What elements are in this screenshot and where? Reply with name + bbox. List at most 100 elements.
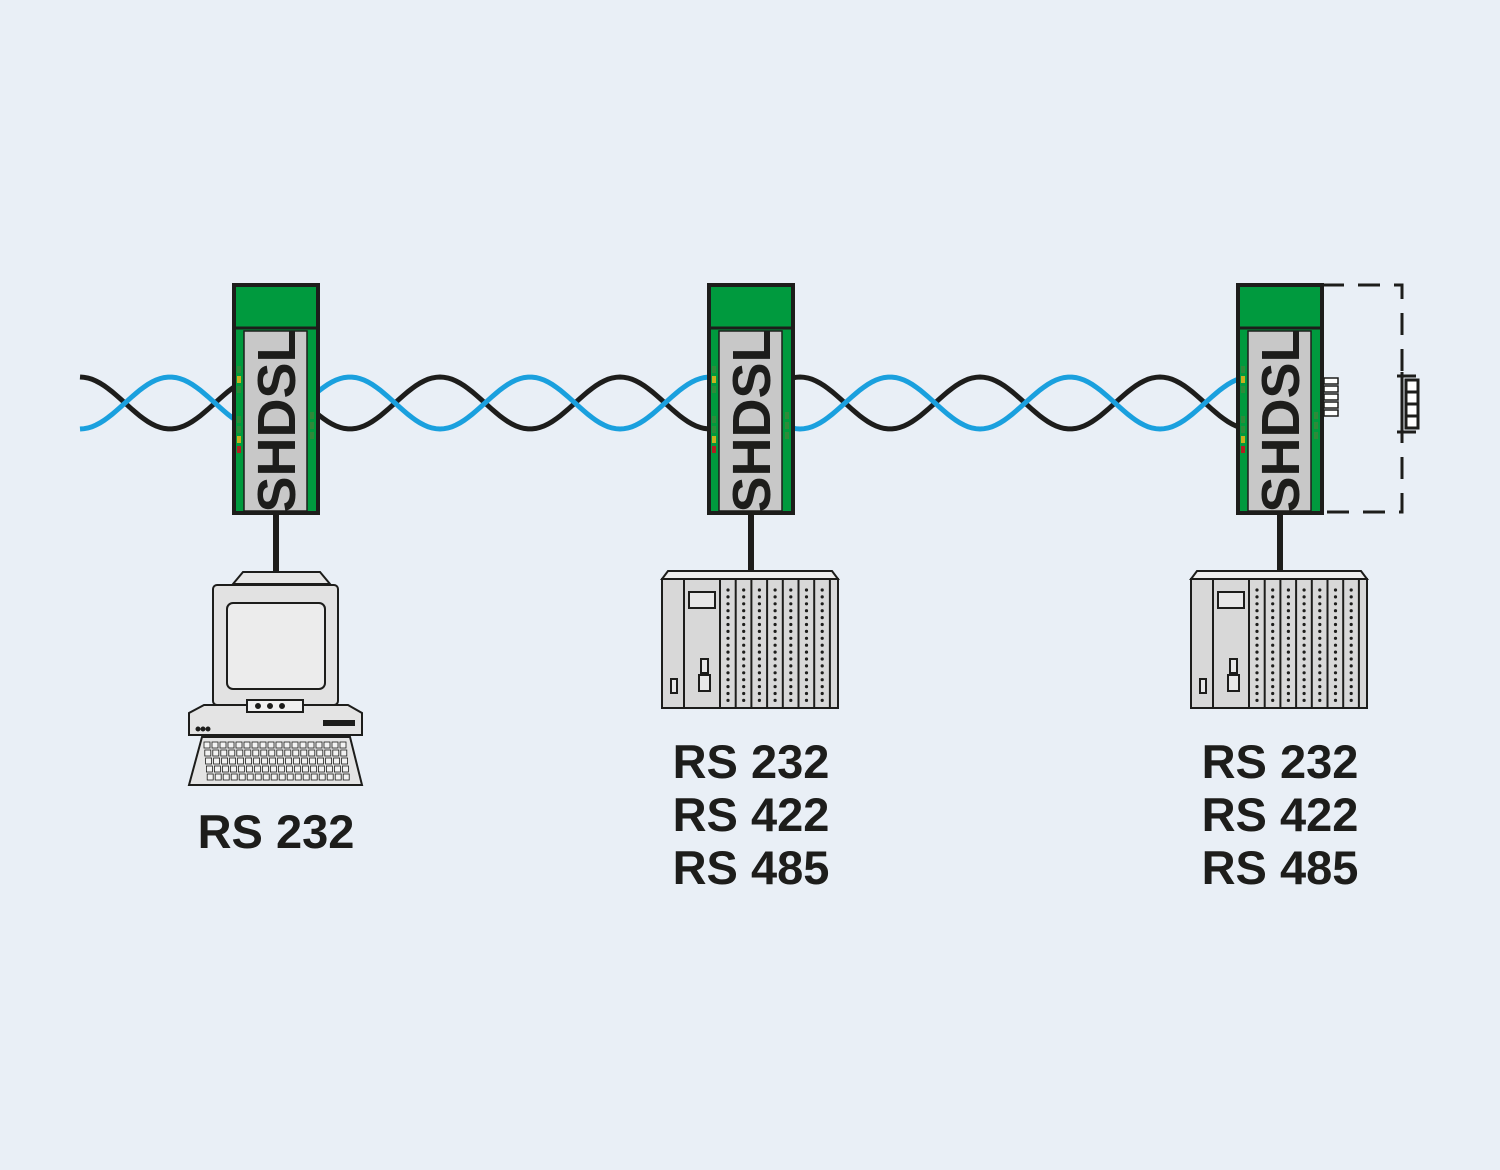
io-terminal — [1302, 671, 1306, 675]
io-terminal — [789, 678, 793, 682]
device-label-plc-2: RS 232 RS 422 RS 485 — [1130, 735, 1430, 894]
io-terminal — [1286, 691, 1290, 696]
io-terminal — [1271, 636, 1275, 640]
io-terminal — [1255, 698, 1259, 703]
io-terminal — [726, 685, 730, 689]
io-terminal — [820, 616, 824, 620]
io-terminal — [789, 609, 793, 613]
io-terminal — [726, 678, 730, 682]
io-terminal — [789, 629, 793, 634]
io-terminal — [1333, 657, 1338, 661]
io-terminal — [1271, 657, 1275, 661]
interface-label: RS 232 — [1201, 735, 1359, 788]
led-indicator — [1241, 376, 1245, 383]
io-terminal — [804, 691, 809, 696]
io-terminal — [1286, 622, 1290, 627]
io-terminal — [726, 698, 730, 703]
io-terminal — [789, 622, 793, 627]
io-terminal — [1349, 616, 1353, 620]
io-terminal — [1302, 685, 1306, 689]
led-indicator — [1241, 446, 1245, 453]
io-terminal — [773, 657, 777, 661]
io-terminal — [1286, 671, 1290, 675]
io-terminal — [742, 595, 746, 599]
io-terminal — [1271, 629, 1275, 634]
interface-label: RS 232 — [672, 735, 830, 788]
io-terminal — [1302, 636, 1306, 640]
io-terminal — [789, 602, 793, 606]
io-terminal — [1255, 602, 1259, 606]
io-terminal — [742, 678, 746, 682]
io-terminal — [820, 691, 824, 696]
io-terminal — [757, 678, 762, 682]
io-terminal — [1271, 671, 1275, 675]
led-indicator — [712, 426, 716, 433]
led-indicator — [237, 416, 241, 423]
interface-label: RS 422 — [1201, 788, 1359, 841]
io-terminal — [1349, 691, 1353, 696]
io-terminal — [804, 643, 809, 647]
led-indicator — [1241, 426, 1245, 433]
led-indicator — [1314, 412, 1318, 419]
io-terminal — [1286, 698, 1290, 703]
io-terminal — [1255, 678, 1259, 682]
led-indicator — [310, 432, 314, 439]
io-terminal — [1255, 629, 1259, 634]
led-indicator — [1241, 416, 1245, 423]
io-terminal — [1349, 636, 1353, 640]
computer-icon — [187, 571, 364, 786]
io-terminal — [1318, 643, 1322, 647]
io-terminal — [757, 602, 762, 606]
io-terminal — [1333, 678, 1338, 682]
io-terminal — [1286, 629, 1290, 634]
io-terminal — [1302, 629, 1306, 634]
io-terminal — [757, 671, 762, 675]
module-label: SHDSL — [722, 329, 782, 512]
led-indicator — [310, 422, 314, 429]
io-terminal — [789, 616, 793, 620]
io-terminal — [742, 643, 746, 647]
led-indicator — [712, 366, 716, 373]
io-terminal — [1318, 657, 1322, 661]
io-terminal — [1318, 650, 1322, 654]
io-terminal — [773, 685, 777, 689]
interface-label: RS 485 — [672, 841, 830, 894]
led-indicator — [310, 412, 314, 419]
io-terminal — [1302, 643, 1306, 647]
io-terminal — [820, 602, 824, 606]
io-terminal — [1318, 609, 1322, 613]
io-terminal — [804, 588, 809, 592]
io-terminal — [1349, 657, 1353, 661]
io-terminal — [1255, 685, 1259, 689]
io-terminal — [1302, 698, 1306, 703]
io-terminal — [757, 595, 762, 599]
io-terminal — [1333, 650, 1338, 654]
io-terminal — [804, 636, 809, 640]
io-terminal — [789, 650, 793, 654]
io-terminal — [804, 650, 809, 654]
led-indicator — [712, 446, 716, 453]
led-indicator — [1241, 436, 1245, 443]
io-terminal — [773, 602, 777, 606]
io-terminal — [1302, 609, 1306, 613]
io-terminal — [773, 588, 777, 592]
led-indicator — [237, 436, 241, 443]
shdsl-module: SHDSL — [707, 283, 795, 515]
io-terminal — [820, 678, 824, 682]
io-terminal — [742, 609, 746, 613]
io-terminal — [726, 691, 730, 696]
led-indicator — [785, 432, 789, 439]
led-indicator — [712, 376, 716, 383]
io-terminal — [1302, 616, 1306, 620]
io-terminal — [820, 698, 824, 703]
io-terminal — [726, 636, 730, 640]
io-terminal — [804, 671, 809, 675]
io-terminal — [1333, 629, 1338, 634]
io-terminal — [804, 629, 809, 634]
io-terminal — [757, 657, 762, 661]
io-terminal — [1286, 602, 1290, 606]
led-indicator — [237, 446, 241, 453]
io-terminal — [1318, 616, 1322, 620]
io-terminal — [804, 609, 809, 613]
io-terminal — [773, 609, 777, 613]
